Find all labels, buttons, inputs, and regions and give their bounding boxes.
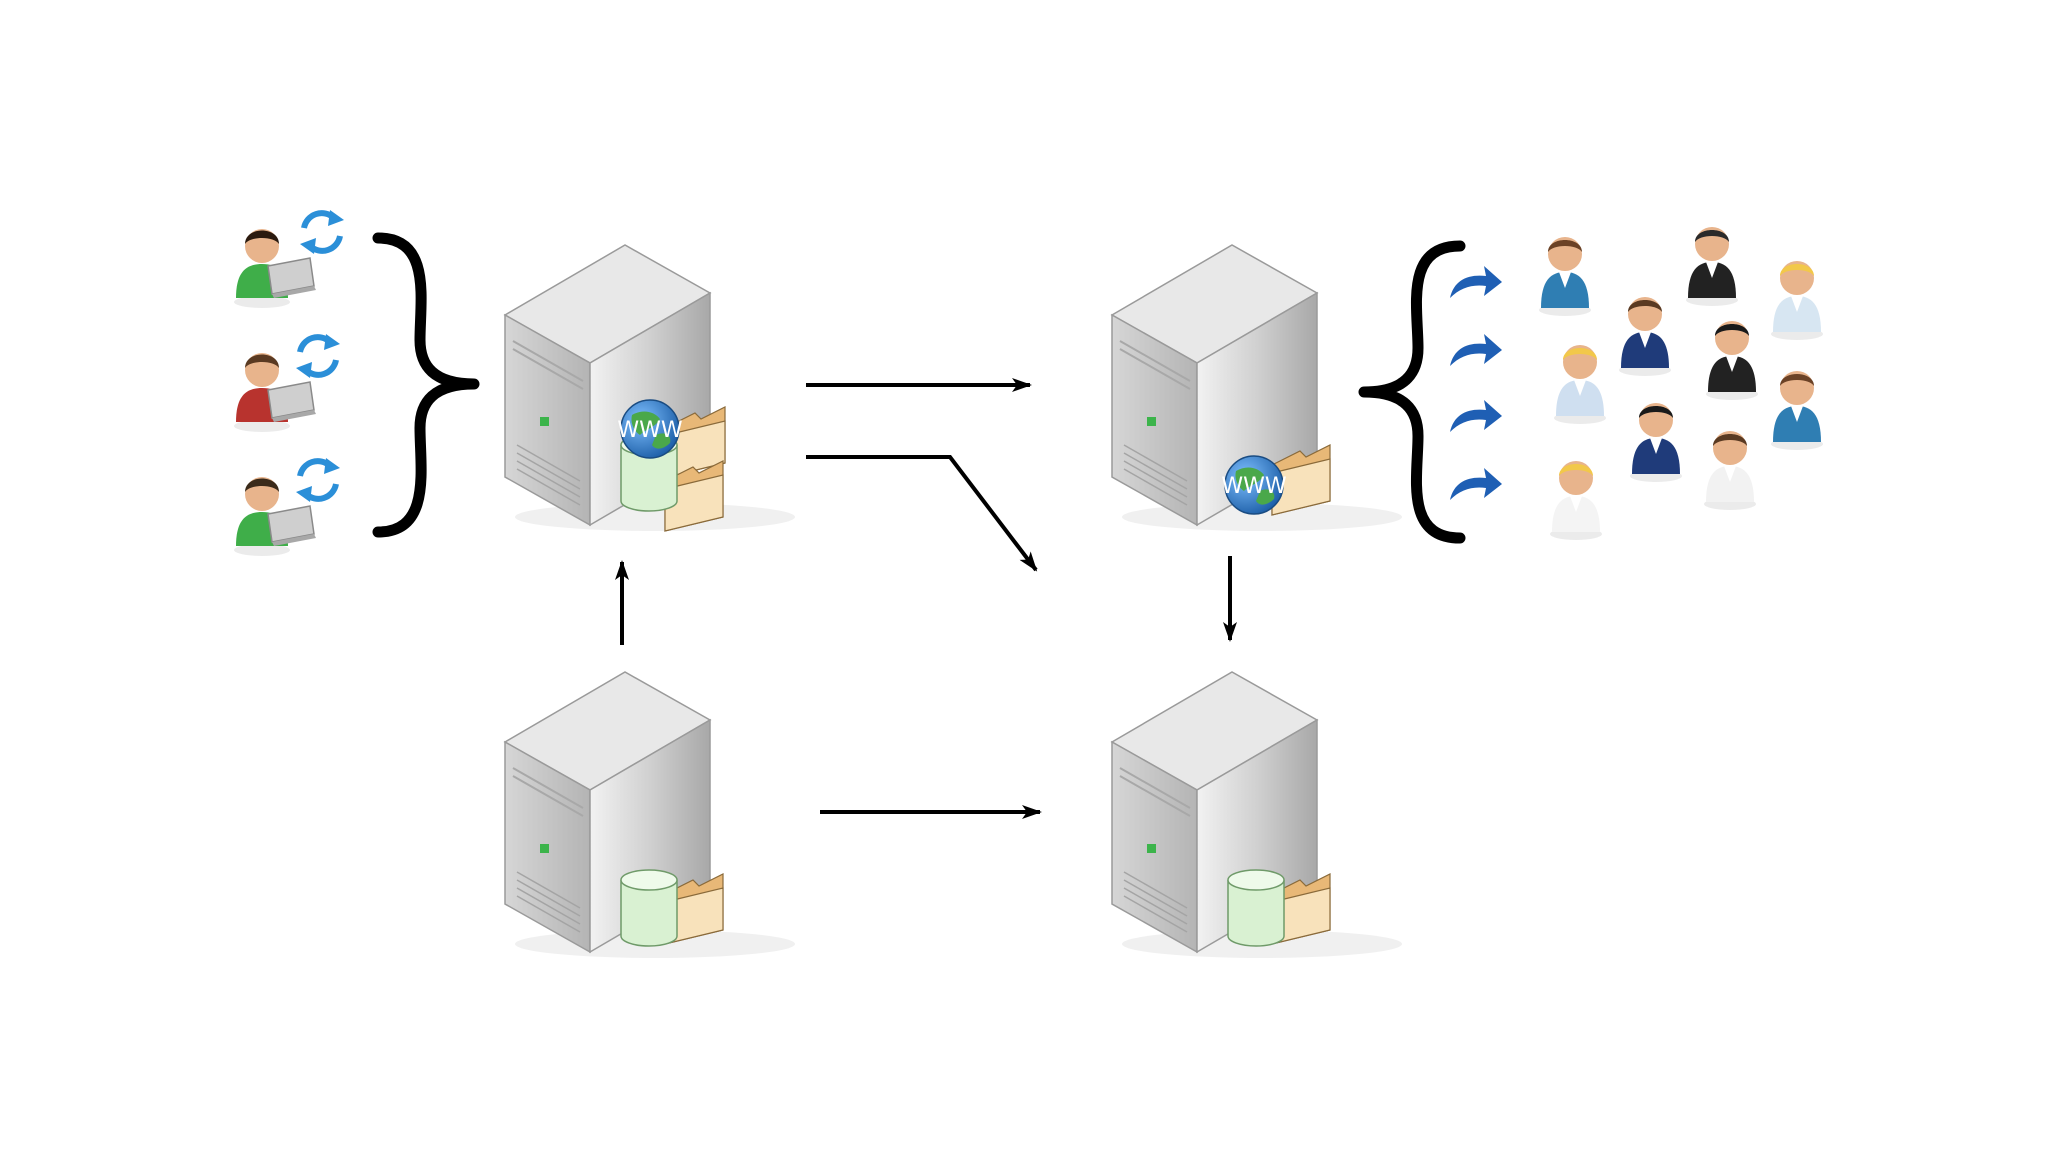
curly-brace-left-facing bbox=[1358, 240, 1466, 544]
user-icon bbox=[1619, 297, 1671, 376]
user-icon bbox=[1771, 261, 1823, 340]
database-icon bbox=[620, 869, 678, 947]
user-icon bbox=[1771, 371, 1823, 450]
user-icon bbox=[1550, 461, 1602, 540]
arrow-server1-to-server4 bbox=[806, 455, 1038, 572]
user-icon bbox=[1706, 321, 1758, 400]
user-icon bbox=[1686, 227, 1738, 306]
database-icon bbox=[1227, 869, 1285, 947]
server-web: WWW bbox=[1111, 244, 1403, 532]
curved-arrow-icon bbox=[1450, 266, 1502, 298]
user-icon bbox=[1630, 403, 1682, 482]
user-icon bbox=[1539, 237, 1591, 316]
worker-user-icon bbox=[233, 228, 317, 309]
server-database-replica bbox=[1111, 671, 1403, 959]
audience-group-right bbox=[1539, 227, 1823, 540]
sync-icon bbox=[296, 458, 340, 502]
www-globe-icon: WWW bbox=[617, 399, 683, 459]
sync-icon bbox=[300, 210, 344, 254]
worker-user-icon bbox=[233, 352, 317, 433]
globe-label: WWW bbox=[617, 418, 683, 443]
curved-arrow-icon bbox=[1450, 334, 1502, 366]
sync-icon bbox=[296, 334, 340, 378]
flow-arrows bbox=[1450, 266, 1502, 500]
server-web-database: WWW bbox=[504, 244, 796, 532]
user-icon bbox=[1554, 345, 1606, 424]
curved-arrow-icon bbox=[1450, 400, 1502, 432]
globe-label: WWW bbox=[1221, 474, 1287, 499]
www-globe-icon: WWW bbox=[1221, 455, 1287, 515]
server-database bbox=[504, 671, 796, 959]
user-icon bbox=[1704, 431, 1756, 510]
curved-arrow-icon bbox=[1450, 468, 1502, 500]
client-group-left bbox=[233, 210, 344, 557]
arrows bbox=[615, 378, 1237, 819]
curly-brace-right-facing bbox=[372, 232, 480, 538]
worker-user-icon bbox=[233, 476, 317, 557]
